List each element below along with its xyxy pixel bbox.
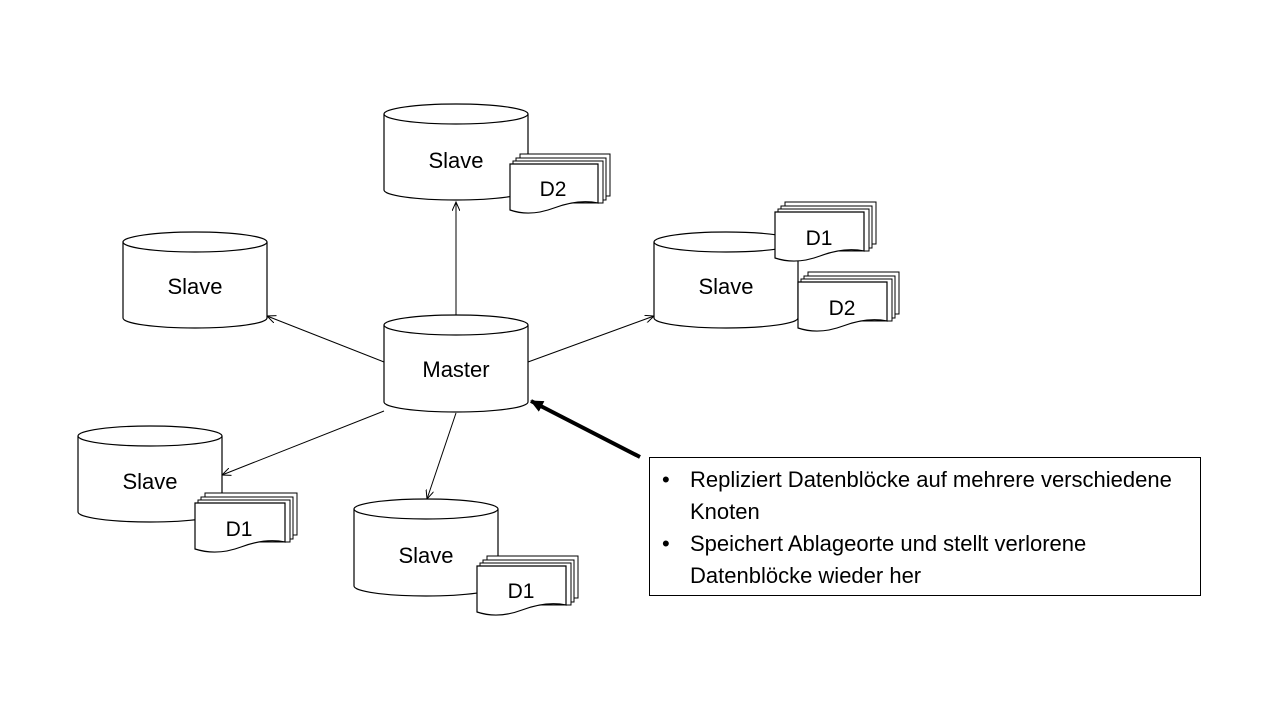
document-label: D2 bbox=[829, 297, 856, 320]
slave-bottom-left-label: Slave bbox=[122, 469, 177, 494]
bullet-icon: • bbox=[662, 531, 670, 556]
document-label: D1 bbox=[226, 518, 253, 541]
list-item-text: Repliziert Datenblöcke auf mehrere versc… bbox=[690, 467, 1172, 524]
document-label: D1 bbox=[508, 580, 535, 603]
arrow-master-to-slave-right bbox=[527, 316, 654, 363]
master-node: Master bbox=[383, 314, 529, 413]
master-label: Master bbox=[422, 357, 489, 382]
callout-arrow bbox=[530, 399, 641, 459]
cylinder-top bbox=[383, 314, 529, 336]
slave-right-node: Slave bbox=[653, 231, 799, 329]
document-stack-d2-top: D2 bbox=[509, 153, 611, 214]
document-stack-d1-bottom: D1 bbox=[476, 555, 579, 616]
cylinder-body bbox=[383, 325, 529, 413]
document-stack-d1-bottom-left: D1 bbox=[194, 492, 298, 553]
slave-top-node: Slave bbox=[383, 103, 529, 201]
cylinder-top bbox=[122, 231, 268, 253]
slave-bottom-left-node: Slave bbox=[77, 425, 223, 523]
list-item: • Repliziert Datenblöcke auf mehrere vers… bbox=[658, 464, 1188, 528]
cylinder-body bbox=[122, 242, 268, 329]
slave-left-label: Slave bbox=[167, 274, 222, 299]
cylinder-top bbox=[383, 103, 529, 125]
list-item-text: Speichert Ablageorte und stellt verloren… bbox=[690, 531, 1087, 588]
slave-right-label: Slave bbox=[698, 274, 753, 299]
arrow-master-to-slave-bottom-left bbox=[222, 410, 385, 475]
slave-bottom-label: Slave bbox=[398, 543, 453, 568]
document-stack-d2-right: D2 bbox=[797, 271, 900, 332]
document-label: D1 bbox=[806, 227, 833, 250]
cylinder-top bbox=[353, 498, 499, 520]
document-stack-d1-right: D1 bbox=[774, 201, 877, 262]
connections bbox=[222, 202, 654, 499]
master-description-box: • Repliziert Datenblöcke auf mehrere vers… bbox=[649, 457, 1201, 596]
list-item: • Speichert Ablageorte und stellt verlore… bbox=[658, 528, 1188, 592]
cylinder-body bbox=[653, 242, 799, 329]
slave-top-label: Slave bbox=[428, 148, 483, 173]
bullet-icon: • bbox=[662, 467, 670, 492]
document-label: D2 bbox=[540, 178, 567, 201]
master-description-list: • Repliziert Datenblöcke auf mehrere vers… bbox=[658, 464, 1188, 592]
arrow-master-to-slave-left bbox=[267, 316, 385, 363]
arrow-master-to-slave-bottom bbox=[427, 412, 457, 499]
slave-bottom-node: Slave bbox=[353, 498, 499, 597]
slave-left-node: Slave bbox=[122, 231, 268, 329]
cylinder-top bbox=[77, 425, 223, 447]
